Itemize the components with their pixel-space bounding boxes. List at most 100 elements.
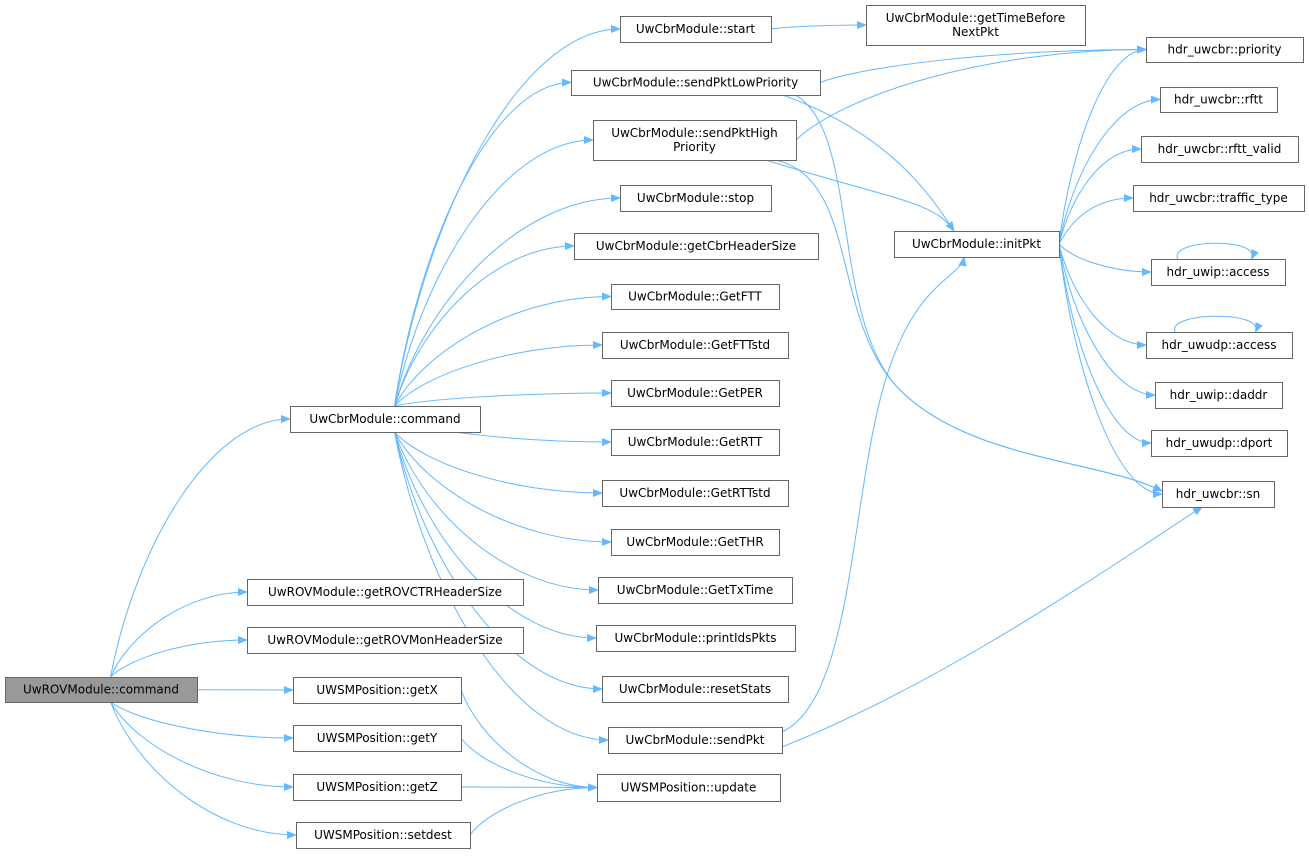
node-getZ[interactable]: UWSMPosition::getZ: [293, 774, 462, 801]
node-label: UwCbrModule::sendPkt: [626, 733, 765, 747]
node-box: [611, 529, 780, 556]
node-label: UwCbrModule::GetRTT: [628, 435, 763, 449]
node-update[interactable]: UWSMPosition::update: [597, 774, 781, 802]
edge-getX-to-update: [460, 689, 598, 792]
node-label: UwCbrModule::getCbrHeaderSize: [596, 239, 796, 253]
edge-initPkt-to-traffic_type: [1058, 194, 1134, 245]
edge-sendPktHigh-to-initPkt: [765, 159, 955, 232]
node-box: [602, 676, 789, 703]
node-rov_command[interactable]: UwROVModule::command: [5, 677, 198, 703]
node-box: [247, 627, 524, 654]
node-box: [1141, 136, 1299, 163]
node-GetRTT[interactable]: UwCbrModule::GetRTT: [611, 429, 780, 456]
node-label: UwCbrModule::getTimeBefore: [886, 11, 1066, 25]
node-box: [293, 774, 462, 801]
edge-start-to-getTimeBefore: [770, 21, 867, 30]
edge-sendPkt-to-initPkt: [781, 256, 967, 733]
edge-uwudp_access-to-uwudp_access: [1174, 315, 1263, 333]
node-label: hdr_uwcbr::rftt: [1174, 93, 1263, 107]
node-box: [894, 231, 1060, 258]
node-box: [1146, 37, 1304, 63]
edge-initPkt-to-rftt_valid: [1058, 145, 1142, 245]
node-label: UWSMPosition::setdest: [314, 828, 452, 842]
node-box: [596, 625, 796, 652]
node-label: hdr_uwcbr::priority: [1168, 43, 1282, 57]
node-box: [1155, 382, 1283, 409]
node-label: UwROVModule::getROVCTRHeaderSize: [268, 585, 502, 599]
node-box: [602, 480, 789, 507]
edge-cbr_command-to-GetTHR: [394, 431, 612, 546]
node-box: [247, 579, 524, 606]
edge-getZ-to-update: [460, 783, 598, 792]
edge-initPkt-to-dport: [1058, 243, 1152, 447]
edge-sendPkt-to-sn: [781, 506, 1203, 748]
node-label: UWSMPosition::getY: [317, 731, 438, 745]
node-uwudp_access[interactable]: hdr_uwudp::access: [1146, 332, 1293, 359]
node-getROVMon[interactable]: UwROVModule::getROVMonHeaderSize: [247, 627, 524, 654]
edge-initPkt-to-daddr: [1058, 243, 1156, 399]
node-initPkt[interactable]: UwCbrModule::initPkt: [894, 231, 1060, 258]
node-label: UwCbrModule::stop: [637, 191, 754, 205]
edge-sendPktHigh-to-sn: [775, 159, 1163, 492]
node-GetTHR[interactable]: UwCbrModule::GetTHR: [611, 529, 780, 556]
node-priority[interactable]: hdr_uwcbr::priority: [1146, 37, 1304, 63]
node-label: UwCbrModule::GetFTT: [628, 290, 762, 304]
edge-rov_command-to-setdest: [110, 701, 297, 839]
node-dport[interactable]: hdr_uwudp::dport: [1151, 430, 1288, 457]
edge-cbr_command-to-sendPktLow: [394, 78, 572, 407]
node-label: UwCbrModule::GetPER: [627, 386, 763, 400]
node-sendPkt[interactable]: UwCbrModule::sendPkt: [608, 727, 783, 754]
node-box: [296, 822, 471, 849]
node-label: UwCbrModule::printIdsPkts: [615, 631, 777, 645]
node-stop[interactable]: UwCbrModule::stop: [620, 185, 772, 212]
node-label: UWSMPosition::update: [621, 781, 757, 795]
node-GetTxTime[interactable]: UwCbrModule::GetTxTime: [598, 577, 793, 604]
node-resetStats[interactable]: UwCbrModule::resetStats: [602, 676, 789, 703]
node-cbr_command[interactable]: UwCbrModule::command: [290, 406, 481, 433]
edge-cbr_command-to-sendPktHigh: [394, 136, 594, 407]
node-label: UwCbrModule::sendPktLowPriority: [593, 76, 798, 90]
node-printIdsPkts[interactable]: UwCbrModule::printIdsPkts: [596, 625, 796, 652]
node-GetFTT[interactable]: UwCbrModule::GetFTT: [611, 284, 780, 310]
edge-initPkt-to-priority: [1058, 45, 1147, 245]
edge-cbr_command-to-printIdsPkts: [394, 431, 597, 642]
node-GetRTTstd[interactable]: UwCbrModule::GetRTTstd: [602, 480, 789, 507]
node-box: [611, 429, 780, 456]
node-getROVCTR[interactable]: UwROVModule::getROVCTRHeaderSize: [247, 579, 524, 606]
edge-rov_command-to-getROVCTR: [110, 588, 248, 678]
node-box: [597, 774, 781, 802]
edge-cbr_command-to-getCbrHeaderSize: [394, 242, 575, 407]
node-getX[interactable]: UWSMPosition::getX: [293, 677, 462, 704]
edge-cbr_command-to-GetPER: [394, 389, 612, 407]
node-traffic_type[interactable]: hdr_uwcbr::traffic_type: [1133, 185, 1305, 212]
node-box: [866, 5, 1086, 46]
node-label: UwROVModule::getROVMonHeaderSize: [267, 633, 502, 647]
edge-initPkt-to-sn: [1058, 243, 1163, 498]
node-GetFTTstd[interactable]: UwCbrModule::GetFTTstd: [602, 332, 789, 359]
node-rftt[interactable]: hdr_uwcbr::rftt: [1160, 87, 1278, 113]
node-uwip_access[interactable]: hdr_uwip::access: [1151, 259, 1286, 286]
edge-sendPktHigh-to-priority: [795, 45, 1147, 141]
edge-rov_command-to-getROVMon: [110, 636, 248, 678]
node-getCbrHeaderSize[interactable]: UwCbrModule::getCbrHeaderSize: [574, 233, 819, 260]
node-box: [290, 406, 481, 433]
node-label: UWSMPosition::getZ: [316, 780, 437, 794]
node-box: [1146, 332, 1293, 359]
node-label: NextPkt: [952, 25, 999, 39]
node-start[interactable]: UwCbrModule::start: [620, 16, 772, 43]
node-box: [1162, 481, 1275, 508]
edge-initPkt-to-rftt: [1058, 95, 1161, 245]
node-sendPktLow[interactable]: UwCbrModule::sendPktLowPriority: [571, 70, 821, 96]
node-GetPER[interactable]: UwCbrModule::GetPER: [611, 380, 780, 407]
node-box: [5, 677, 198, 703]
node-setdest[interactable]: UWSMPosition::setdest: [296, 822, 471, 849]
node-label: hdr_uwudp::dport: [1166, 436, 1273, 450]
node-getY[interactable]: UWSMPosition::getY: [293, 725, 462, 752]
node-box: [571, 70, 821, 96]
node-sn[interactable]: hdr_uwcbr::sn: [1162, 481, 1275, 508]
node-daddr[interactable]: hdr_uwip::daddr: [1155, 382, 1283, 409]
edge-rov_command-to-getZ: [110, 701, 294, 791]
node-rftt_valid[interactable]: hdr_uwcbr::rftt_valid: [1141, 136, 1299, 163]
